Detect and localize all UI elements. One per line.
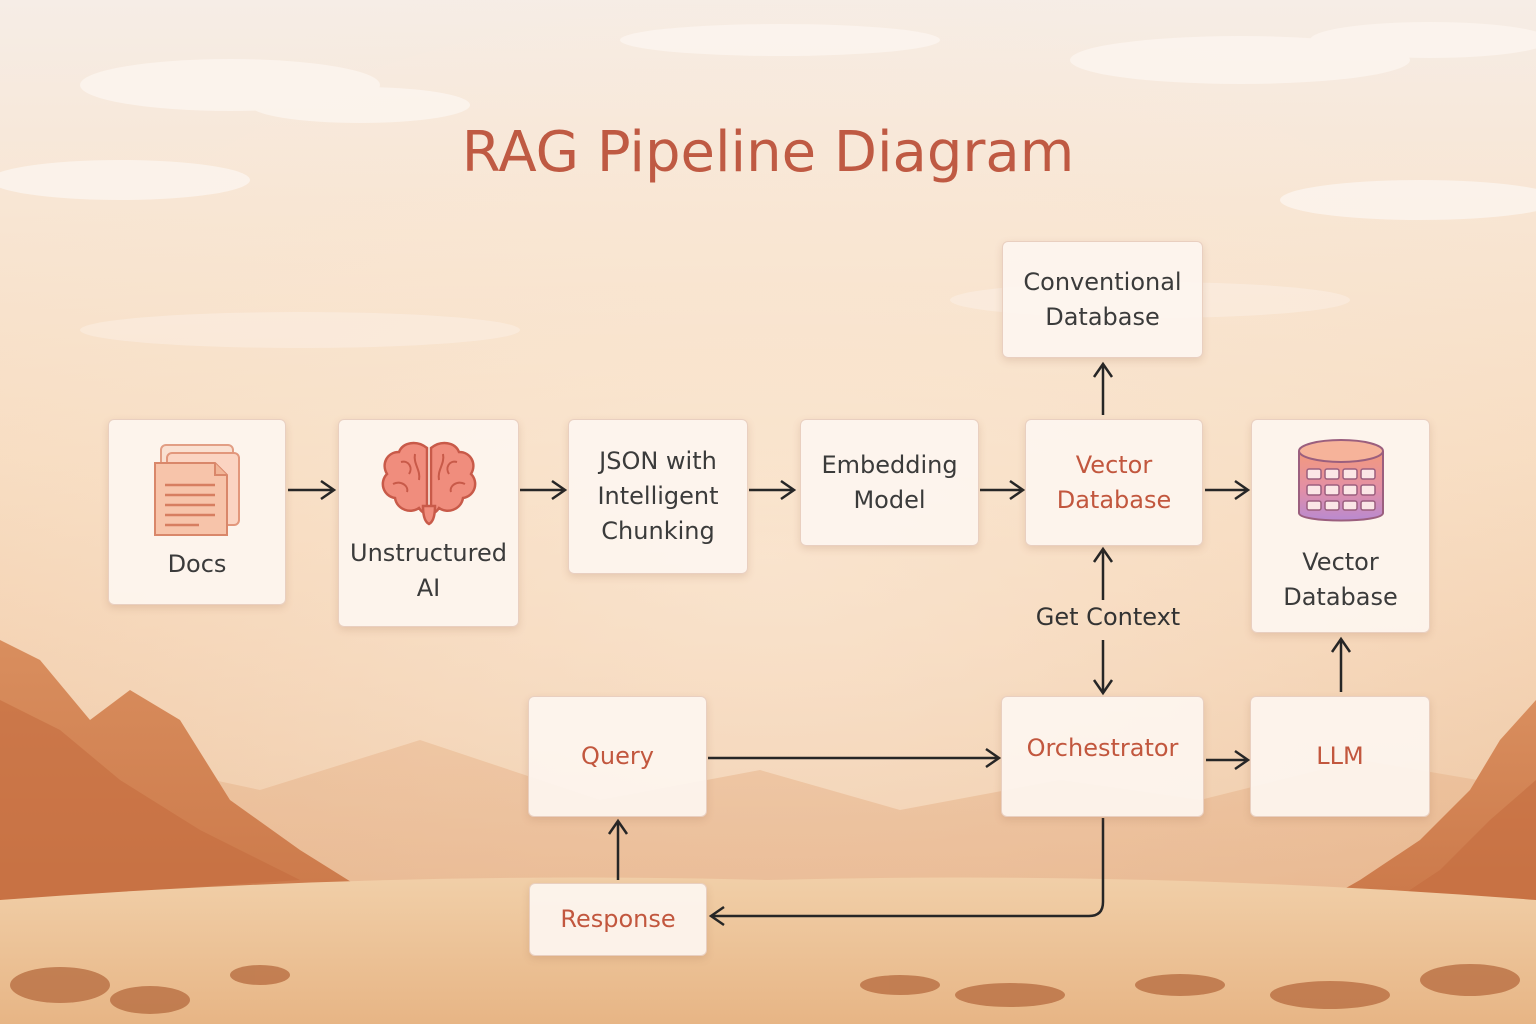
- arrow-response-to-query: [607, 818, 629, 880]
- vector-store-node: Vector Database: [1251, 419, 1430, 633]
- arrow-vector-db-to-conventional-db: [1092, 361, 1114, 415]
- brain-icon: [381, 441, 476, 526]
- arrow-orchestrator-to-llm: [1206, 749, 1251, 771]
- arrow-orchestrator-to-response: [708, 818, 1105, 927]
- embedding-model-node: Embedding Model: [800, 419, 979, 546]
- vector-database-label: Vector Database: [1056, 450, 1172, 514]
- conventional-database-label: Conventional Database: [1023, 267, 1182, 331]
- embedding-model-label: Embedding Model: [821, 450, 958, 514]
- json-chunking-node: JSON with Intelligent Chunking: [568, 419, 748, 574]
- llm-node: LLM: [1250, 696, 1430, 817]
- conventional-database-node: Conventional Database: [1002, 241, 1203, 358]
- document-stack-icon: [154, 443, 240, 536]
- arrow-llm-to-vector-store: [1330, 636, 1352, 692]
- arrow-embedding-to-vector-db: [980, 479, 1026, 501]
- arrow-json-to-embedding: [749, 479, 797, 501]
- query-label: Query: [581, 742, 654, 770]
- page-title: RAG Pipeline Diagram: [461, 120, 1075, 185]
- database-cylinder-icon: [1297, 439, 1384, 522]
- orchestrator-node: Orchestrator: [1001, 696, 1204, 817]
- get-context-label: Get Context: [1035, 603, 1181, 631]
- docs-label: Docs: [167, 549, 227, 578]
- arrow-unstructured-to-json: [520, 479, 568, 501]
- response-node: Response: [529, 883, 707, 956]
- arrow-query-to-orchestrator: [708, 747, 1002, 769]
- llm-label: LLM: [1316, 742, 1364, 770]
- query-node: Query: [528, 696, 707, 817]
- arrow-vector-db-to-vector-store: [1205, 479, 1251, 501]
- vector-store-label: Vector Database: [1283, 548, 1398, 611]
- arrow-get-context-down: [1092, 640, 1114, 696]
- response-label: Response: [560, 905, 676, 933]
- json-chunking-label: JSON with Intelligent Chunking: [597, 447, 719, 545]
- orchestrator-label: Orchestrator: [1026, 734, 1179, 762]
- arrow-get-context-up: [1092, 546, 1114, 600]
- vector-database-node: Vector Database: [1025, 419, 1203, 546]
- unstructured-ai-label: Unstructured AI: [350, 539, 507, 602]
- arrow-docs-to-unstructured: [288, 479, 337, 501]
- docs-node: Docs: [108, 419, 286, 605]
- unstructured-ai-node: Unstructured AI: [338, 419, 519, 627]
